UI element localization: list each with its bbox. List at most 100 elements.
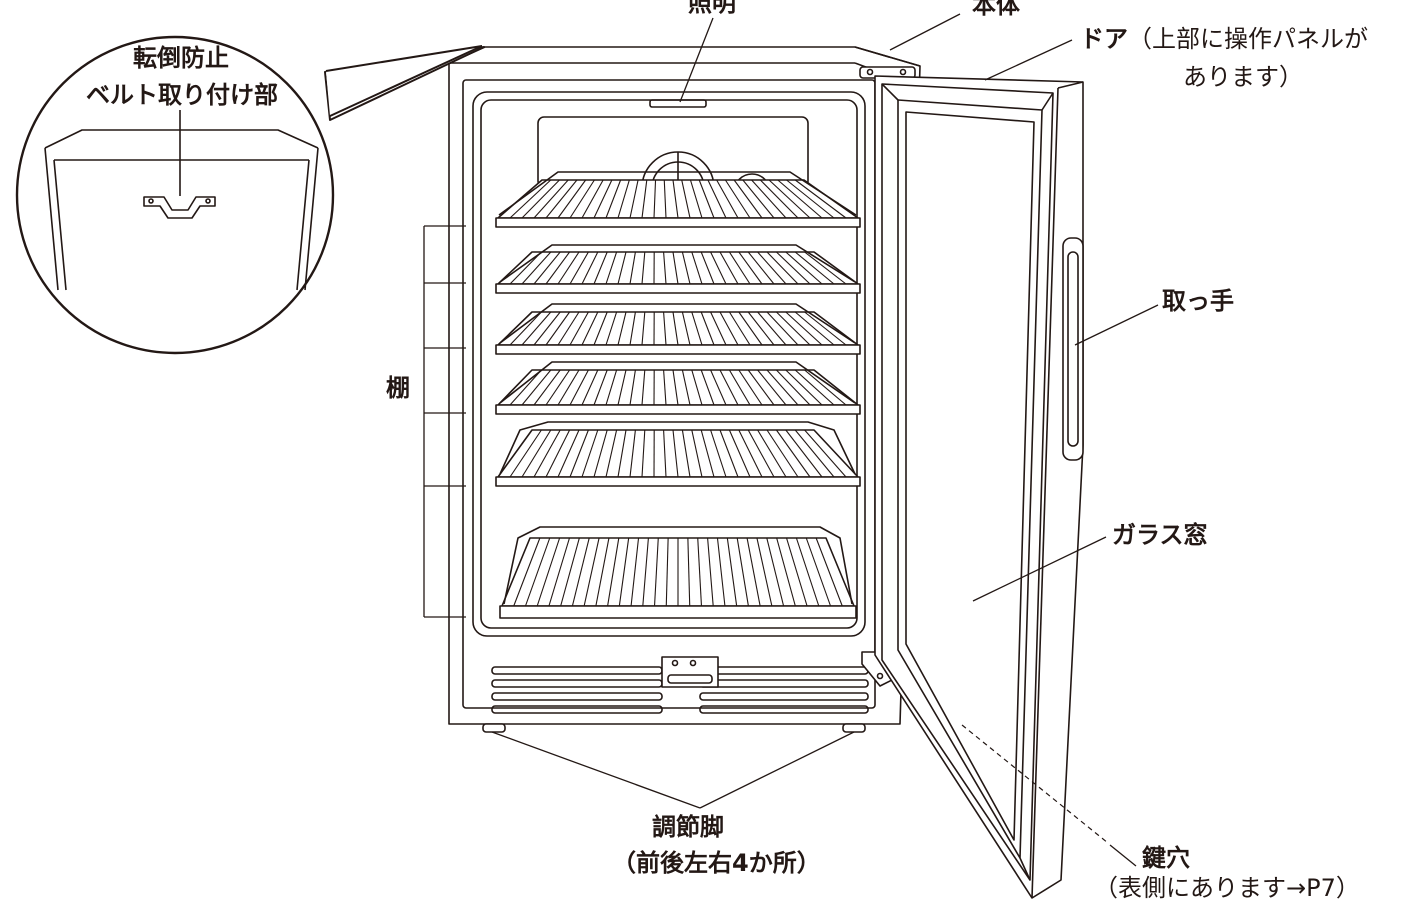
shelf-rod (672, 179, 679, 219)
shelf-rod (641, 369, 646, 406)
shelf-rod (697, 537, 703, 607)
shelf-rod (605, 311, 618, 346)
label-door: ドア (1080, 25, 1128, 53)
shelf-rod (795, 537, 820, 607)
shelf-rod (747, 429, 775, 478)
shelf-rod (794, 311, 835, 346)
shelf-rod (707, 537, 714, 607)
shelf-rod (617, 311, 627, 346)
shelf-rod (605, 429, 618, 478)
shelf-rod (786, 537, 808, 607)
shelf-rod (524, 537, 551, 607)
label-door-note-1: （上部に操作パネルが (1128, 25, 1368, 53)
shelf-rod (593, 369, 608, 406)
shelf-rod (569, 311, 589, 346)
shelf-rod (605, 179, 622, 219)
shelf-rod (742, 179, 775, 219)
shelf-rod (716, 537, 726, 607)
shelf-rod (691, 251, 703, 285)
shelf-rod (629, 369, 636, 406)
shelf-rod (509, 311, 542, 346)
label-feet-2: （前後左右4か所） (612, 849, 821, 877)
shelf-rod (569, 179, 595, 219)
shelf-rod (569, 429, 589, 478)
shelf-rod (804, 429, 847, 478)
shelf-rod (653, 537, 659, 607)
shelf-rod (794, 429, 835, 478)
shelf-rod (581, 251, 599, 285)
shelf-rod (642, 537, 649, 607)
shelf-rod (607, 537, 620, 607)
shelf-rod (545, 369, 571, 406)
shelf-rod (681, 311, 691, 346)
shelf-rod (629, 251, 636, 285)
shelf-rod (766, 429, 799, 478)
label-shelves: 棚 (386, 374, 410, 402)
label-body: 本体 (972, 0, 1020, 19)
shelf-rod (521, 251, 552, 285)
shelf-rod (804, 311, 847, 346)
shelf-rod (681, 179, 691, 219)
shelf-rod (710, 369, 727, 406)
shelf-rod (617, 251, 627, 285)
shelf-rod (766, 369, 799, 406)
shelf-rod (569, 251, 589, 285)
label-keyhole: 鍵穴 (1142, 844, 1190, 872)
shelf-rod (557, 251, 580, 285)
shelf-rod (700, 251, 715, 285)
label-door-row: ドア（上部に操作パネルが (1080, 24, 1368, 54)
shelf-rod (756, 537, 773, 607)
shelf-rod (757, 369, 787, 406)
shelf-rod (776, 537, 796, 607)
shelf-rod (545, 179, 578, 219)
shelf-rod (509, 251, 542, 285)
shelf-rod (545, 311, 571, 346)
shelf-rod (747, 251, 775, 285)
shelf-rod (766, 251, 799, 285)
shelf-rod (617, 369, 627, 406)
shelf-rod (629, 311, 636, 346)
shelf-rod (581, 369, 599, 406)
shelf-rod (605, 251, 618, 285)
shelf-rod (663, 311, 667, 346)
shelf-rod (707, 179, 727, 219)
shelf-rod (738, 251, 763, 285)
shelf-rod (747, 369, 775, 406)
shelf-rod (672, 429, 679, 478)
shelf-rod (786, 179, 835, 219)
label-keyhole-note: （表側にあります→P7） (1094, 874, 1360, 902)
shelf-rod (533, 311, 561, 346)
shelf-rod (593, 311, 608, 346)
shelf-rod (681, 429, 691, 478)
interior-light (649, 99, 707, 108)
shelf-rod (629, 429, 636, 478)
shelf-rod (548, 537, 570, 607)
shelf-rod (581, 429, 599, 478)
shelf-rod (617, 429, 627, 478)
shelf-rod (759, 179, 799, 219)
shelf-rod (691, 429, 703, 478)
shelf-rod (509, 429, 542, 478)
shelf-rod (804, 251, 847, 285)
shelf-rod (719, 311, 739, 346)
shelf-rod (581, 179, 604, 219)
shelf-rod (672, 369, 679, 406)
shelf-rod (521, 311, 552, 346)
shelf-rod (728, 369, 751, 406)
shelf-rod (757, 251, 787, 285)
shelf-rod (794, 179, 847, 219)
shelf-rod (700, 429, 715, 478)
shelf-rod (794, 369, 835, 406)
shelf-rod (747, 311, 775, 346)
shelf-rod (738, 429, 763, 478)
shelf-rod (672, 311, 679, 346)
shelf-rod (617, 179, 630, 219)
shelf-rod (804, 369, 847, 406)
shelf-rod (681, 251, 691, 285)
shelf-rod (583, 537, 600, 607)
shelf-rod (700, 369, 715, 406)
door-handle (1062, 237, 1084, 461)
shelf-rod (738, 311, 763, 346)
shelf-rod (641, 179, 648, 219)
shelf-rod (776, 251, 811, 285)
